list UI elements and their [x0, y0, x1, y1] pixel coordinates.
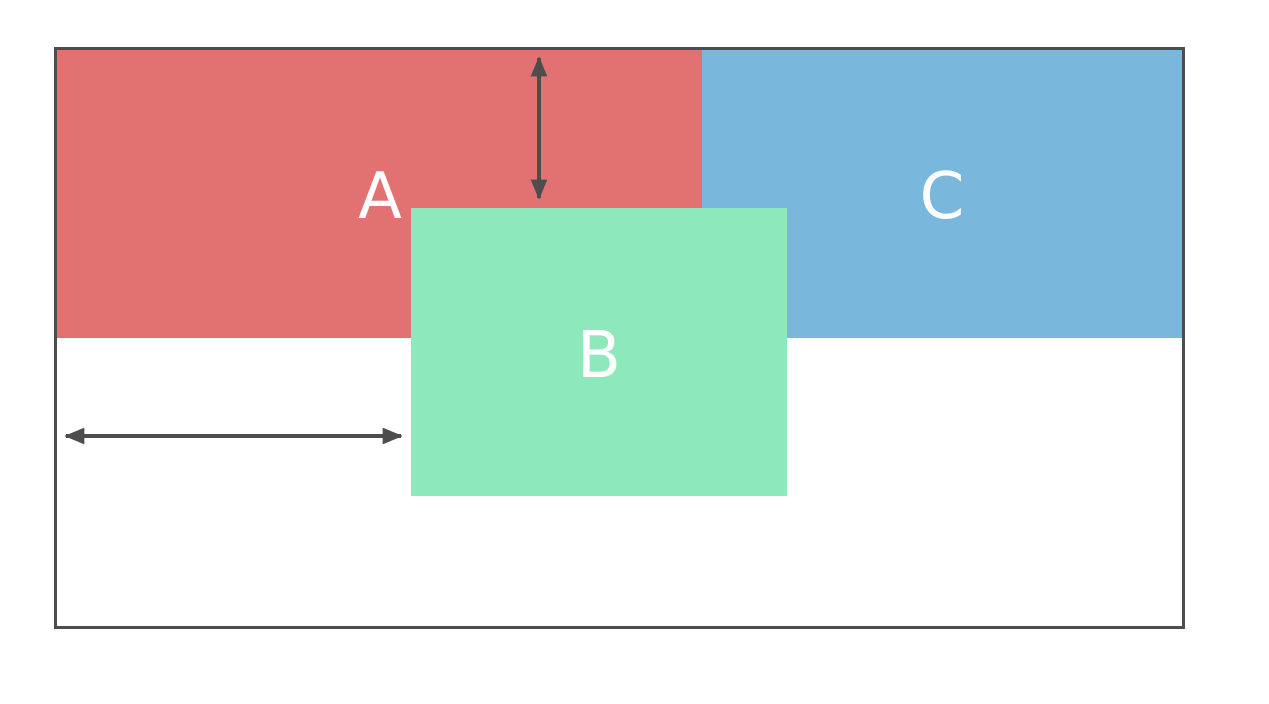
box-a-label: A: [358, 160, 402, 234]
box-b: [411, 208, 787, 496]
box-b-label: B: [577, 319, 621, 393]
container-border: [54, 47, 1185, 629]
box-c-label: C: [920, 160, 965, 234]
